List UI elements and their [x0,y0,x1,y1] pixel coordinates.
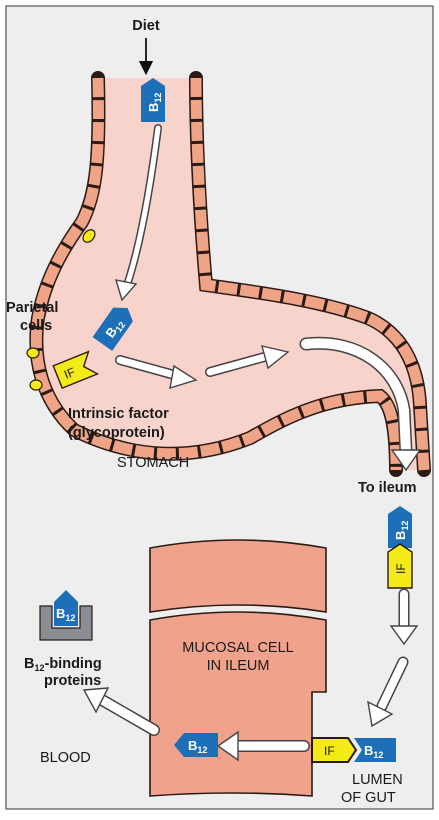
blood-label: BLOOD [40,750,91,766]
parietal-cells-label-line2: cells [20,318,52,334]
parietal-cells-label: Parietal [6,300,58,316]
mucosal-cell-top [150,540,326,612]
if-badge-lumen: IF [312,738,356,762]
b12-badge-to-ileum: B12 [388,506,412,548]
lumen-label: LUMEN [352,772,403,788]
stomach-label: STOMACH [117,455,189,471]
parietal-cell [27,348,39,358]
diet-label: Diet [132,18,160,34]
svg-text:IF: IF [394,563,408,574]
intrinsic-factor-label-line2: (glycoprotein) [68,425,165,441]
if-badge-to-ileum: IF [388,544,412,588]
b12-badge-diet: B12 [141,78,165,122]
b12-binding-proteins-label-line2: proteins [44,673,101,689]
svg-text:IF: IF [324,744,335,758]
to-ileum-label: To ileum [358,480,417,496]
lumen-label-line2: OF GUT [341,790,396,806]
intrinsic-factor-label: Intrinsic factor [68,406,169,422]
mucosal-cell-label-line2: IN ILEUM [207,658,270,674]
parietal-cell [30,380,42,390]
mucosal-cell-label: MUCOSAL CELL [182,640,293,656]
